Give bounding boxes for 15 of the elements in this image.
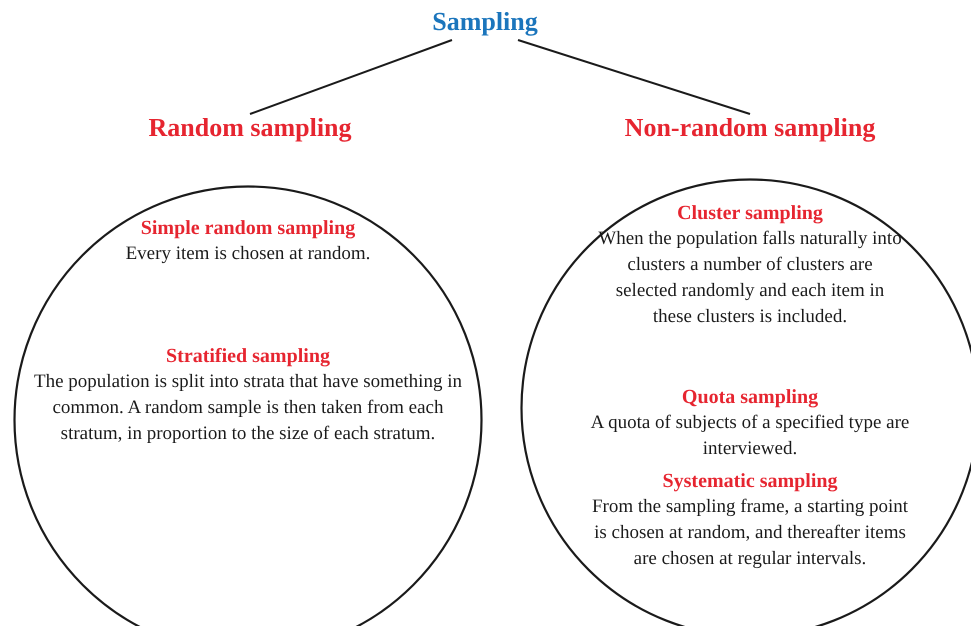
category-heading: Sampling bbox=[432, 6, 538, 38]
connector-line bbox=[518, 39, 750, 115]
method-heading: Quota sampling bbox=[682, 385, 818, 410]
method-description: A quota of subjects of a specified type are interviewed. bbox=[590, 411, 910, 461]
method-heading: Systematic sampling bbox=[662, 469, 838, 494]
connector-line bbox=[250, 39, 452, 115]
category-heading: Non-random sampling bbox=[624, 112, 876, 144]
method-description: Every item is chosen at random. bbox=[126, 242, 370, 266]
method-heading: Stratified sampling bbox=[166, 344, 330, 369]
method-description: When the population falls naturally into clusters a number of clusters are selected randomly and each item in these clusters is included. bbox=[597, 227, 903, 329]
method-heading: Cluster sampling bbox=[677, 201, 823, 226]
method-heading: Simple random sampling bbox=[140, 216, 356, 241]
method-description: From the sampling frame, a starting point is chosen at random, and thereafter items are chosen at regular intervals. bbox=[590, 495, 910, 571]
method-description: The population is split into strata that have something in common. A random sample is then taken from each stratum, in proportion to the size of each stratum. bbox=[33, 370, 463, 446]
category-heading: Random sampling bbox=[148, 112, 352, 144]
